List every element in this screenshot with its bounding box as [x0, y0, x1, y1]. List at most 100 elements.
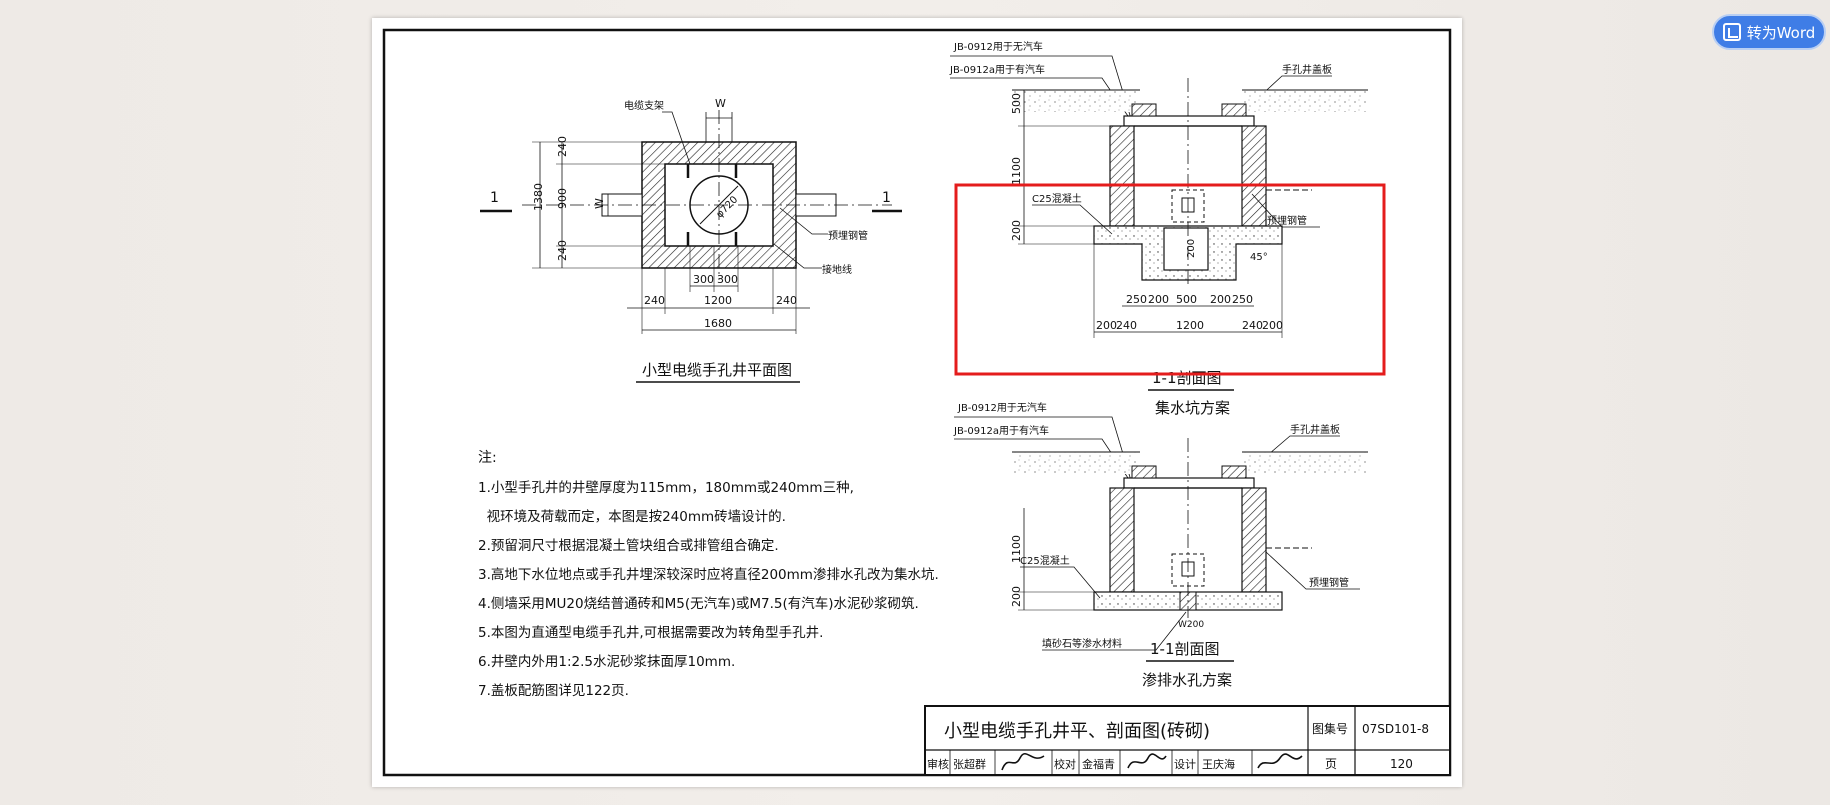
- notes-heading: 注:: [478, 450, 497, 466]
- cover-frame: [1221, 103, 1247, 117]
- leader-line: [662, 111, 691, 165]
- note-line: 2.预留洞尺寸根据混凝土管块组合或排管组合确定.: [478, 538, 779, 554]
- wall-right: [1241, 125, 1267, 227]
- design-label: 设计: [1174, 758, 1196, 771]
- dim-label: 240: [1116, 319, 1137, 332]
- page-number: 120: [1390, 757, 1413, 771]
- dim-label: 1100: [1010, 535, 1023, 563]
- leader-line: [1042, 611, 1187, 651]
- section-b-title: 1-1剖面图: [1150, 640, 1220, 658]
- w-top-label: W: [715, 97, 726, 110]
- concrete-label: C25混凝土: [1020, 554, 1070, 567]
- section-a-subtitle: 集水坑方案: [1155, 399, 1230, 417]
- cable-bracket-label: 电缆支架: [624, 99, 664, 112]
- note-line: 7.盖板配筋图详见122页.: [478, 682, 629, 699]
- pipe-label: 预埋钢管: [828, 229, 868, 242]
- dim-label: 240: [556, 136, 569, 157]
- designer-name: 王庆海: [1202, 757, 1235, 771]
- drain-width-label: W200: [1178, 620, 1204, 630]
- wall-left: [1109, 487, 1135, 593]
- dim-label: 1100: [1010, 157, 1023, 185]
- plan-view: 1 1 电缆支架 W W φ720 预埋钢管 接地线 240 900 240 1…: [480, 97, 902, 383]
- dim-label: 240: [1242, 319, 1263, 332]
- gravel-label: 填砂石等渗水材料: [1042, 637, 1122, 650]
- jb-no-car-label: JB-0912用于无汽车: [957, 401, 1047, 414]
- dim-label: 200: [1210, 293, 1231, 306]
- leader-line: [773, 243, 822, 269]
- jb-car-label: JB-0912a用于有汽车: [953, 424, 1049, 437]
- dim-label: 240: [644, 294, 665, 307]
- cover-frame: [1221, 465, 1247, 479]
- wall-right: [1241, 487, 1267, 593]
- atlas-label: 图集号: [1312, 721, 1348, 736]
- soil-left: [1012, 452, 1136, 474]
- section-view-b: JB-0912用于无汽车 JB-0912a用于有汽车 手孔井盖板 C25混凝土 …: [953, 401, 1368, 689]
- section-view-a: JB-0912用于无汽车 JB-0912a用于有汽车 手孔井盖板 200 C25…: [949, 40, 1368, 417]
- dim-label: 200: [1148, 293, 1169, 306]
- wall-left: [1109, 125, 1135, 227]
- cover-label: 手孔井盖板: [1290, 423, 1340, 436]
- dim-label: 300: [693, 273, 714, 286]
- section-label-right: 1: [882, 190, 891, 206]
- note-line: 1.小型手孔井的井壁厚度为115mm，180mm或240mm三种,: [478, 480, 854, 496]
- dim-label: 250: [1126, 293, 1147, 306]
- soil-right: [1244, 90, 1368, 112]
- dim-label: 1200: [1176, 319, 1204, 332]
- drawing-sheet: 1 1 电缆支架 W W φ720 预埋钢管 接地线 240 900 240 1…: [372, 18, 1462, 787]
- dim-label: 200: [1262, 319, 1283, 332]
- sump-pit: [1163, 227, 1209, 271]
- atlas-number: 07SD101-8: [1362, 722, 1429, 736]
- cover-frame: [1131, 103, 1157, 117]
- dim-label: 500: [1176, 293, 1197, 306]
- jb-car-label: JB-0912a用于有汽车: [949, 63, 1045, 76]
- leader-line: [1032, 204, 1113, 235]
- leader-line: [1251, 193, 1320, 228]
- dim-label: 200: [1096, 319, 1117, 332]
- plan-title: 小型电缆手孔井平面图: [642, 361, 792, 379]
- section-a-title: 1-1剖面图: [1152, 369, 1222, 387]
- title-block: 小型电缆手孔井平、剖面图(砖砌) 图集号 07SD101-8 页 120 审核 …: [924, 705, 1451, 776]
- review-label: 审核: [927, 757, 949, 771]
- convert-to-word-button[interactable]: 转为Word: [1712, 14, 1826, 50]
- note-line: 5.本图为直通型电缆手孔井,可根据需要改为转角型手孔井.: [478, 625, 823, 641]
- dim-label: 1680: [704, 317, 732, 330]
- notes-block: 注: 1.小型手孔井的井壁厚度为115mm，180mm或240mm三种, 视环境…: [478, 450, 939, 699]
- angle-label: 45°: [1250, 252, 1268, 263]
- cover-slab: [1123, 477, 1255, 489]
- note-line: 视环境及荷载而定，本图是按240mm砖墙设计的.: [478, 509, 786, 525]
- drawing-frame: [382, 28, 1452, 777]
- reviewer-signature: [1001, 752, 1045, 771]
- checker-name: 金福青: [1082, 757, 1115, 771]
- word-convert-icon: [1722, 23, 1741, 41]
- convert-to-word-label: 转为Word: [1746, 23, 1816, 42]
- highlight-box: [954, 183, 1386, 376]
- cover-label: 手孔井盖板: [1282, 63, 1332, 76]
- note-line: 4.侧墙采用MU20烧结普通砖和M5(无汽车)或M7.5(有汽车)水泥砂浆砌筑.: [478, 595, 919, 612]
- dim-label: 200: [1010, 220, 1023, 241]
- soil-left: [1012, 90, 1136, 112]
- dim-label: 900: [556, 188, 569, 209]
- drawing-canvas: 1 1 电缆支架 W W φ720 预埋钢管 接地线 240 900 240 1…: [382, 28, 1452, 777]
- leader-line: [779, 207, 828, 235]
- jb-no-car-label: JB-0912用于无汽车: [953, 40, 1043, 53]
- checker-signature: [1127, 753, 1167, 769]
- pit-dim-label: 200: [1186, 239, 1197, 258]
- leader-line: [1265, 551, 1360, 590]
- cover-slab: [1123, 115, 1255, 127]
- dim-label: 1380: [532, 183, 545, 211]
- soil-right: [1244, 452, 1368, 474]
- cover-frame: [1131, 465, 1157, 479]
- title-block-title: 小型电缆手孔井平、剖面图(砖砌): [944, 721, 1210, 742]
- section-label-left: 1: [490, 190, 499, 206]
- dim-label: 500: [1010, 93, 1023, 114]
- pipe-label-b: 预埋钢管: [1309, 576, 1349, 589]
- note-line: 3.高地下水位地点或手孔井埋深较深时应将直径200mm渗排水孔改为集水坑.: [478, 566, 939, 583]
- page-label: 页: [1325, 757, 1337, 771]
- dim-label: 300: [717, 273, 738, 286]
- concrete-label: C25混凝土: [1032, 192, 1082, 205]
- dim-label: 200: [1010, 586, 1023, 607]
- ground-wire-label: 接地线: [822, 263, 852, 276]
- pipe-label-a: 预埋钢管: [1267, 214, 1307, 227]
- dim-label: 240: [556, 240, 569, 261]
- w-side-label: W: [593, 198, 606, 209]
